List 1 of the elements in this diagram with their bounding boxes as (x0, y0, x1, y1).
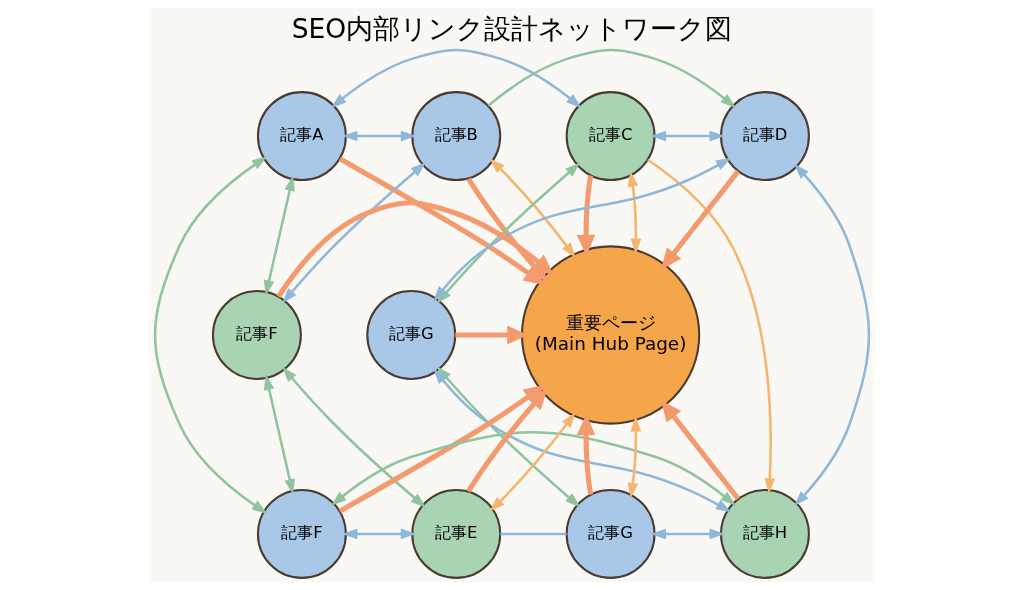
diagram-title: SEO内部リンク設計ネットワーク図 (291, 12, 733, 44)
